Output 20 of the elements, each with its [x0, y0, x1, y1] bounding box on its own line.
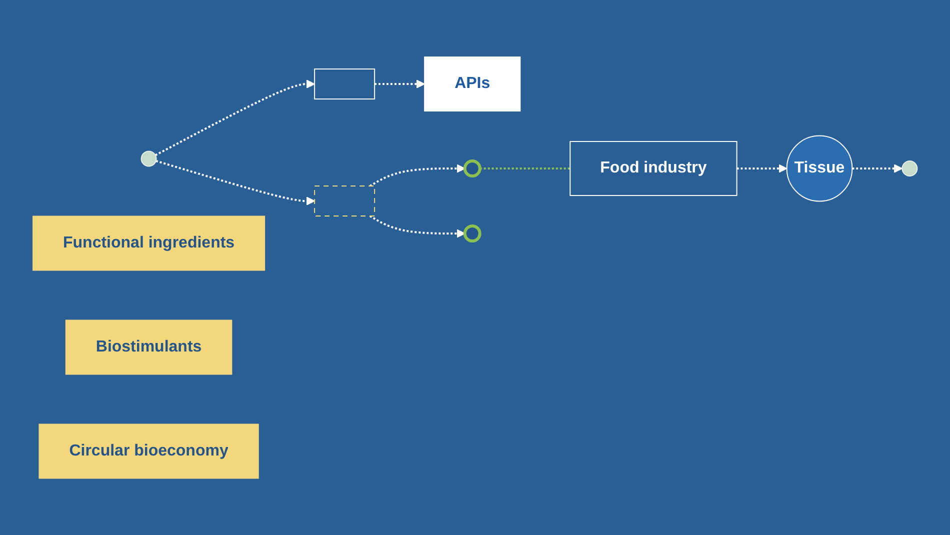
- node-circle: [140, 150, 157, 167]
- arrow: [369, 215, 466, 238]
- node-box: Food industry: [570, 140, 738, 196]
- node-box: Functional ingredients: [32, 216, 265, 271]
- connector: [480, 167, 570, 170]
- arrow: [374, 79, 425, 88]
- arrow: [736, 164, 788, 173]
- arrow: [369, 164, 466, 187]
- arrow: [852, 164, 902, 173]
- node-box: [314, 185, 375, 216]
- node-circle: [902, 160, 918, 176]
- node-circle: [463, 224, 482, 242]
- node-circle: Tissue: [786, 135, 853, 202]
- node-box: Circular bioeconomy: [38, 424, 259, 479]
- node-circle: [463, 159, 482, 178]
- node-box: APIs: [424, 56, 521, 112]
- node-picture: [314, 68, 375, 100]
- arrow: [156, 160, 315, 206]
- node-box: Biostimulants: [65, 320, 232, 375]
- arrow: [154, 79, 315, 156]
